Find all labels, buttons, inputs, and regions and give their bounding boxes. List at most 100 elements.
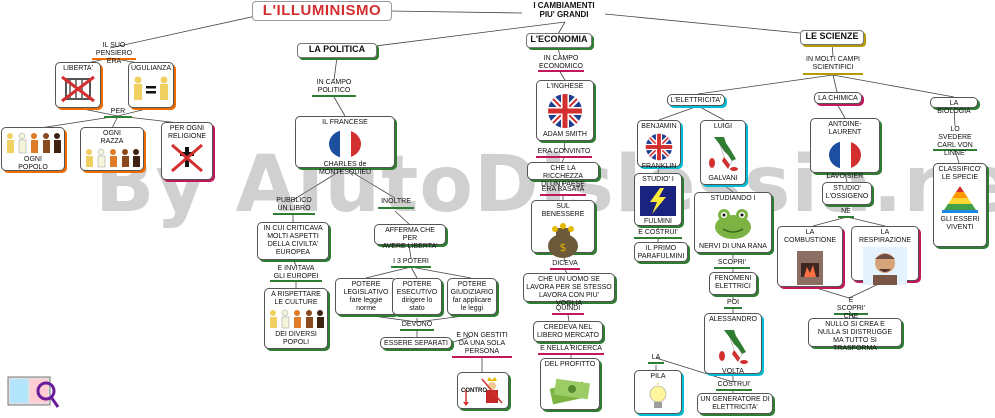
header-politica-text: LA POLITICA (308, 44, 366, 54)
biologia-card: LA BIOLOGIA (930, 97, 978, 115)
studio-label: STUDIO' I (642, 176, 674, 183)
equal-people-icon (134, 76, 168, 100)
man-face-icon (863, 247, 907, 285)
liberta-label: LIBERTA' (63, 65, 93, 72)
label-scopri2: E SCOPRI' CHE (834, 297, 868, 320)
italy-map-icon-2 (719, 330, 748, 364)
main-title-text: L'ILLUMINISMO (262, 2, 382, 19)
svg-text:$: $ (560, 241, 567, 254)
il-francese-label: IL FRANCESE (322, 119, 368, 126)
label-devono: DEVONO (400, 321, 434, 331)
viventi-label: GLI ESSERI VIVENTI (940, 216, 980, 231)
benjamin-label: BENJAMIN (641, 123, 677, 130)
pyramid-icon (942, 186, 978, 213)
potere-esecutivo-card: POTERE ESECUTIVO dirigere lo stato (392, 278, 442, 315)
potere-legislativo-card: POTERE LEGISLATIVO fare leggie norme (335, 278, 397, 315)
benessere-card: SUL BENESSERE $ (531, 200, 595, 258)
label-in-campo-politico: IN CAMPO POLITICO (312, 79, 356, 97)
lavoisier-label: LAVOISIER (826, 173, 864, 180)
book-magnifier-logo-icon (7, 376, 60, 408)
label-quindi: QUINDI (552, 305, 584, 315)
lavoisier-card: ANTOINE-LAURENT LAVOISIER (810, 118, 880, 180)
ossigeno-card: STUDIO' L'OSSIGENO (822, 182, 872, 205)
volta-label: VOLTA (722, 368, 744, 375)
uk-flag-icon (548, 94, 582, 128)
label-ricerca: E NELLA RICERCA (538, 345, 604, 355)
label-tre-poteri: I 3 POTERI (391, 258, 431, 268)
header-economia-text: L'ECONOMIA (530, 34, 588, 44)
ogni-razza-card: OGNI RAZZA (80, 127, 144, 171)
elettricita-card: L'ELETTRICITA' (667, 94, 725, 106)
contro-label: CONTRO (461, 388, 487, 394)
france-flag-icon-2 (829, 141, 861, 169)
diversi-popoli-label: DEI DIVERSI POPOLI (275, 331, 317, 346)
uguaglianza-label: UGULIANZA (131, 65, 172, 72)
header-politica: LA POLITICA (297, 43, 377, 58)
combustione-label: LA COMBUSTIONE (783, 229, 837, 244)
label-la: LA (648, 354, 664, 364)
liberta-card: LIBERTA' (55, 62, 101, 108)
nulla-si-crea-card: NULLO SI CREA E NULLA SI DISTRUGGE MA TU… (808, 318, 902, 352)
generatore-card: UN GENERATORE DI ELETTRICITA' (697, 393, 773, 414)
label-invitava: E INVITAVA GLI EUROPEI (270, 265, 322, 282)
ogni-popolo-label: OGNI POPOLO (18, 156, 48, 171)
lavora-card: CHE UN UOMO SE LAVORA PER SE STESSO LAVO… (523, 273, 615, 307)
benessere-label: SUL BENESSERE (541, 203, 585, 218)
center-topic: I CAMBIAMENTI PIU' GRANDI (533, 1, 595, 19)
per-ogni-religione-label-top: PER OGNI RELIGIONE (167, 125, 207, 140)
label-scopri: SCOPRI' (714, 259, 750, 269)
header-scienze-text: LE SCIENZE (805, 31, 859, 41)
inglese-label: L'INGHESE (546, 83, 584, 90)
label-inoltre: INOLTRE (378, 198, 414, 209)
contro-card: CONTRO (457, 372, 509, 409)
potere-giudiziario-card: POTERE GIUDIZIARIO far applicare le legg… (447, 278, 497, 315)
lightbulb-icon (649, 383, 667, 408)
header-economia: L'ECONOMIA (526, 33, 592, 48)
pila-label: PILA (650, 373, 666, 380)
rispettare-card: A RISPETTARE LE CULTURE DEI DIVERSI POPO… (264, 288, 328, 349)
fulmini-card: STUDIO' I FULMINI (634, 173, 682, 226)
lightning-icon (640, 186, 676, 216)
france-flag-icon (329, 130, 361, 158)
label-poi: POI (724, 299, 742, 309)
chimica-card: LA CHIMICA (814, 92, 862, 104)
italy-map-icon (709, 137, 738, 171)
label-linne: LO SVEDERE CARL VON LINNE' (933, 126, 977, 157)
site-logo (6, 369, 60, 411)
rana-card: STUDIANDO I NERVI DI UNA RANA (694, 192, 772, 253)
rispettare-label: A RISPETTARE LE CULTURE (271, 291, 321, 306)
label-basata: ERA BASATA (540, 186, 586, 196)
label-in-molti-campi: IN MOLTI CAMPI SCIENTIFICI (803, 56, 863, 75)
fulmini-label: FULMINI (644, 218, 672, 225)
label-convinto: ERA CONVINTO (536, 148, 592, 158)
separati-card: ESSERE SEPARATI (380, 337, 452, 349)
classifico-card: CLASSIFICO' LE SPECIE GLI ESSERI VIVENTI (933, 163, 987, 247)
liberta-crossed-icon (61, 75, 95, 103)
respirazione-label: LA RESPIRAZIONE (858, 229, 912, 244)
classifico-label: CLASSIFICO' LE SPECIE (938, 166, 982, 181)
contro-king-icon (463, 377, 503, 406)
label-pensiero: IL SUO PENSIERO ERA (92, 42, 136, 65)
volta-card: ALESSANDRO VOLTA (704, 313, 762, 375)
label-per: PER (104, 108, 132, 118)
pila-card: PILA (634, 370, 682, 414)
fenomeni-card: FENOMENI ELETTRICI (709, 272, 757, 295)
alessandro-label: ALESSANDRO (709, 316, 757, 323)
uk-flag-small-icon (645, 133, 673, 161)
label-in-campo-economico: IN CAMPO ECONOMICO (538, 55, 584, 72)
ogni-popolo-card: OGNI POPOLO (1, 127, 65, 171)
label-ne: NE (838, 208, 854, 218)
franklin-label: FRANKLIN (641, 163, 677, 170)
combustione-card: LA COMBUSTIONE (777, 226, 843, 287)
ricchezza-card: CHE LA RICCHEZZA DI UN PAESE (527, 162, 599, 188)
galvani-label: GALVANI (708, 175, 738, 182)
header-scienze: LE SCIENZE (800, 30, 864, 45)
uguaglianza-card: UGULIANZA (128, 62, 174, 108)
stove-fire-icon (797, 251, 823, 285)
libero-mercato-card: CREDEVA NEL LIBERO MERCATO (533, 321, 603, 342)
money-bag-icon: $ (548, 223, 578, 258)
ogni-razza-label: OGNI RAZZA (100, 130, 124, 145)
cultures-people-icon (270, 309, 324, 329)
galvani-card: LUIGI GALVANI (700, 120, 746, 185)
